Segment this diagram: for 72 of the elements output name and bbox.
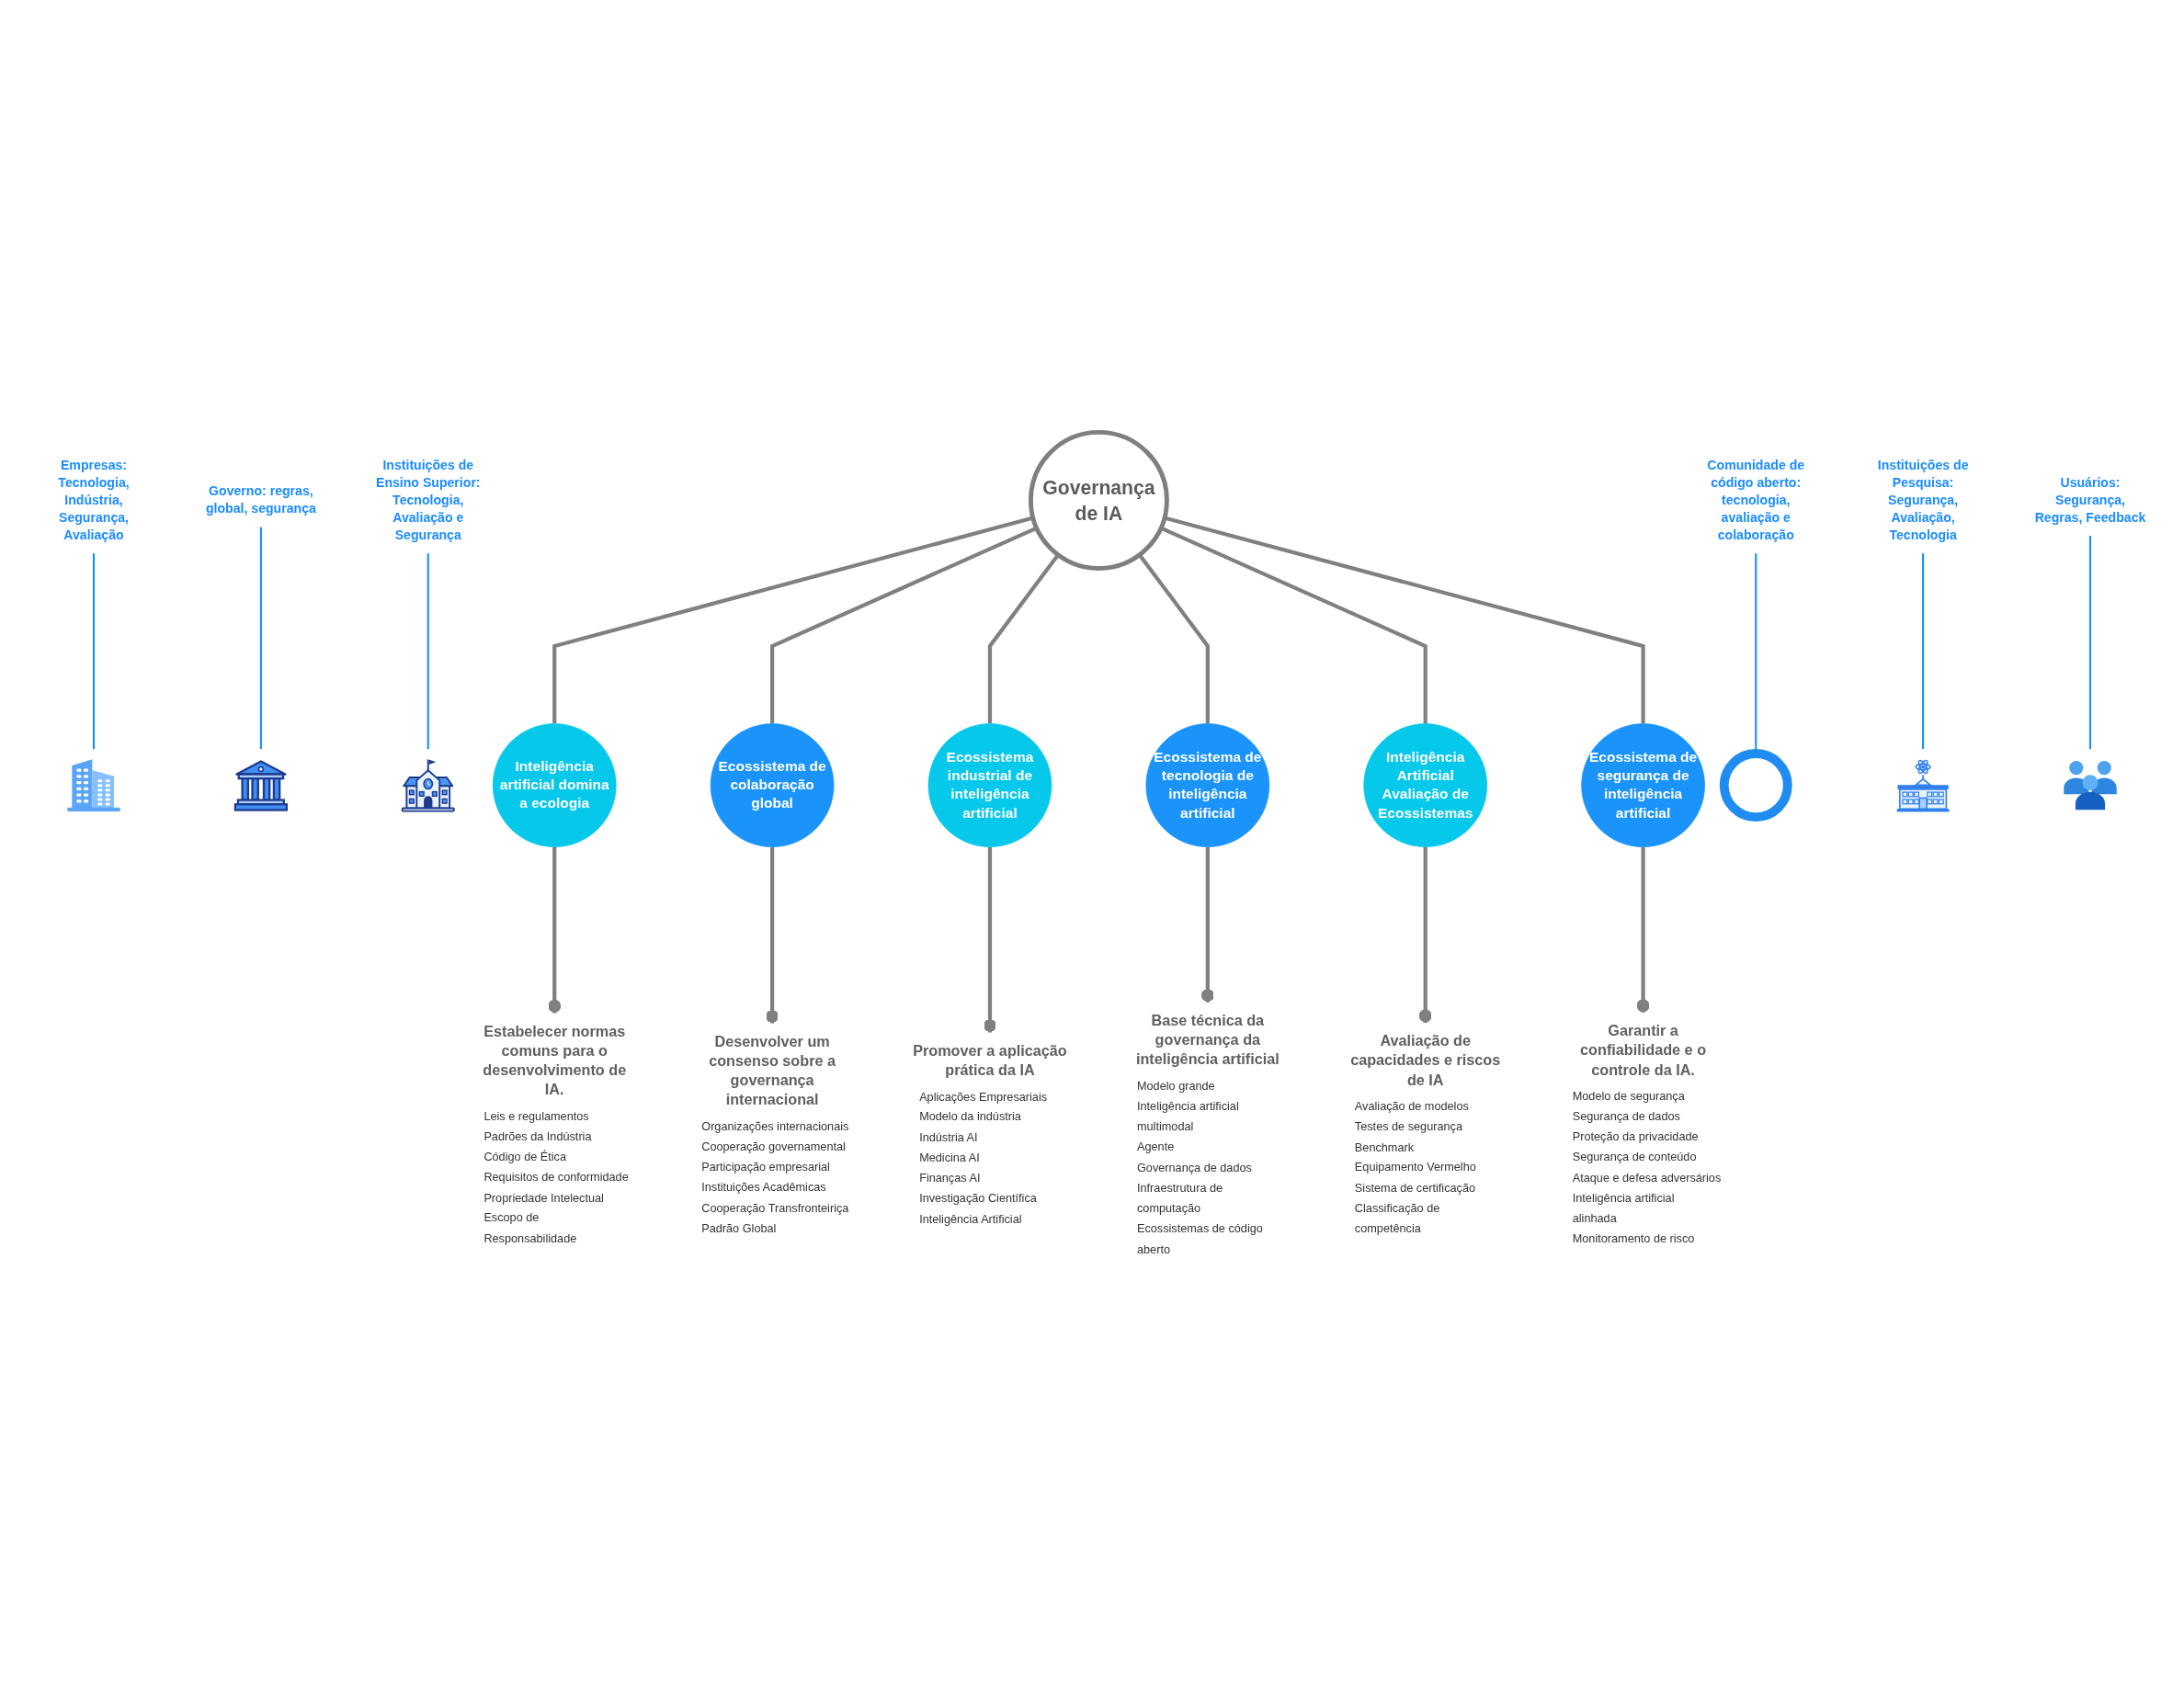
node-label: Requisitos de conformidade [483,1170,629,1184]
node-text: Instituições de Ensino Superior: Tecnologia, Avaliação e Segurança [375,457,481,542]
node-label: Infraestrutura de computação [1136,1181,1223,1215]
node-label: Ecossistemas de código aberto [1136,1221,1263,1256]
node-label: Organizações internacionais [701,1119,849,1133]
node-label: Inteligência artificial multimodal [1136,1099,1239,1133]
connector [2088,536,2092,750]
node-label: Leis e regulamentos [483,1109,589,1123]
node-text: Base técnica da governança da inteligência artificial [1135,1012,1280,1068]
node-label: Escopo de Responsabilidade [483,1211,577,1245]
connector [1922,553,1925,750]
node-label: Inteligência artificial alinhada [1572,1191,1675,1225]
connector [1138,553,1210,724]
node-text: Instituições de Pesquisa: Segurança, Avaliação, Tecnologia [1877,457,1969,542]
node-text: Governo: regras, global, segurança [205,483,316,516]
node-label: Avaliação de modelos [1354,1099,1469,1113]
node-text: Promover a aplicação prática da IA [913,1042,1067,1079]
node-circle [1719,749,1792,822]
connector [770,526,1038,724]
node-label: Proteção da privacidade [1572,1129,1699,1144]
connector [259,527,262,750]
node-text: Avaliação de capacidades e riscos de IA [1350,1032,1501,1089]
connector [1418,846,1432,1023]
node-label: Modelo da indústria [919,1110,1021,1124]
node-circle: Ecossistema de segurança de inteligência artificial [1581,723,1705,847]
node-circle: Governança de IA [1028,429,1169,571]
connector [548,846,562,1014]
node-label: Ataque e defesa adversários [1572,1171,1722,1185]
connector [987,553,1060,724]
node-label: Agente [1136,1140,1175,1154]
node-label: Governança de dados [1136,1161,1252,1174]
node-circle: Inteligência Artificial Avaliação de Ecossistemas [1363,723,1487,847]
node-text: Usuários: Segurança, Regras, Feedback [2034,474,2146,525]
node-circle: Ecossistema de tecnologia de inteligência artificial [1145,723,1270,847]
node-label: Cooperação governamental [701,1140,846,1153]
node-label: Propriedade Intelectual [483,1190,604,1205]
connector [1636,846,1650,1013]
node-text: Garantir a confiabilidade e o controle da IA. [1580,1022,1707,1078]
node-circle: Inteligência artificial domina a ecologia [492,723,617,847]
connector [1200,846,1214,1003]
node-circle: Ecossistema industrial de inteligência artificial [927,723,1052,847]
connector [92,553,96,750]
node-circle: Ecossistema de colaboração global [710,723,835,847]
connector [766,846,779,1024]
node-label: Padrões da Indústria [483,1129,592,1143]
node-label: Classificação de competência [1354,1201,1440,1235]
node-label: Instituições Acadêmicas [701,1180,826,1194]
node-text: Empresas: Tecnologia, Indústria, Segurança, Avaliação [58,457,130,542]
node-label: Medicina AI [919,1151,980,1164]
node-text: Comunidade de código aberto: tecnologia, avaliação e colaboração [1707,457,1805,542]
connector [427,553,429,750]
node-label: Modelo de segurança [1572,1089,1685,1103]
node-label: Padrão Global [701,1221,777,1235]
connector [1160,526,1428,724]
node-label: Segurança de conteúdo [1572,1151,1697,1164]
node-text: Desenvolver um consenso sobre a governança internacional [709,1033,836,1108]
node-text: Estabelecer normas comuns para o desenvolvimento de IA. [483,1023,627,1098]
node-label: Indústria AI [919,1130,978,1144]
node-label: Monitoramento de risco [1572,1231,1695,1246]
node-label: Segurança de dados [1572,1109,1680,1123]
node-label: Cooperação Transfronteiriça [701,1201,849,1215]
node-label: Código de Ética [483,1150,566,1163]
node-label: Investigação Científica Inteligência Artificial [919,1192,1037,1226]
node-label: Testes de segurança [1354,1119,1462,1133]
node-label: Modelo grande [1136,1079,1215,1093]
node-label: Benchmark [1354,1140,1415,1154]
node-label: Sistema de certificação [1354,1181,1476,1195]
node-label: Participação empresarial [701,1160,830,1174]
node-label: Finanças AI [919,1171,981,1185]
node-label: Equipamento Vermelho [1354,1161,1476,1174]
connector [984,846,996,1033]
node-label: Aplicações Empresariais [919,1090,1048,1104]
